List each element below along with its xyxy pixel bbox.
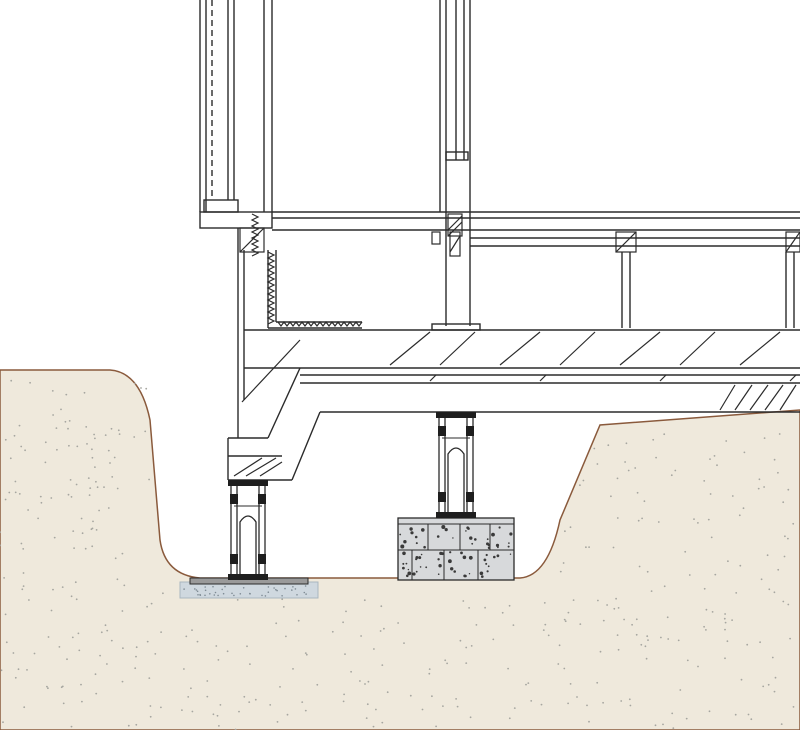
soil-texture <box>0 379 795 730</box>
exterior-wall-section <box>199 0 471 229</box>
concrete-block-footing <box>397 517 515 581</box>
concrete-footing-plate <box>179 577 319 599</box>
soil-ground <box>0 369 800 730</box>
adjustable-steel-post <box>228 480 268 580</box>
section-hatching <box>233 213 800 477</box>
adjustable-steel-post <box>436 412 476 518</box>
floor-framing-beam <box>227 211 800 481</box>
